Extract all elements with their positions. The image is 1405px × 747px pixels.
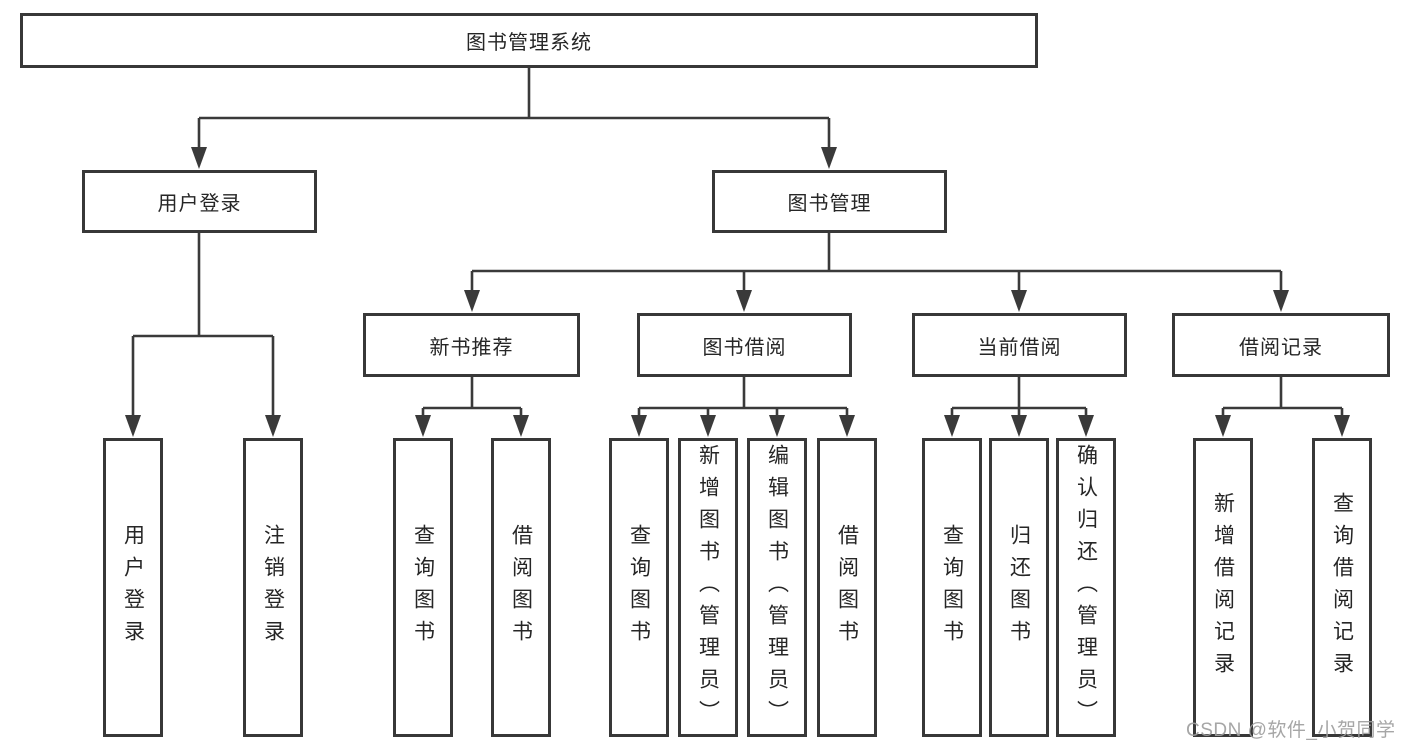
node-book-borrowing-label: 图书借阅 bbox=[702, 336, 787, 359]
leaf-query-book-current: 查询图书 bbox=[922, 438, 982, 737]
node-user-login-label: 用户登录 bbox=[157, 193, 242, 215]
node-book-management: 图书管理 bbox=[712, 170, 947, 233]
arrowheads bbox=[125, 147, 1350, 437]
leaf-add-borrow-record: 新增借阅记录 bbox=[1193, 438, 1253, 737]
leaf-borrow-book-label: 借阅图书 bbox=[835, 523, 859, 652]
leaf-logout: 注销登录 bbox=[243, 438, 303, 737]
leaf-confirm-return-admin-label: 确认归还（管理员） bbox=[1074, 443, 1098, 732]
leaf-borrow-book-recommend-label: 借阅图书 bbox=[509, 523, 533, 652]
arrow-down-icon bbox=[1215, 415, 1231, 437]
leaf-query-book-borrowing-label: 查询图书 bbox=[627, 523, 651, 652]
node-current-borrowing: 当前借阅 bbox=[912, 313, 1127, 377]
arrow-down-icon bbox=[265, 415, 281, 437]
leaf-borrow-book: 借阅图书 bbox=[817, 438, 877, 737]
leaf-edit-book-admin: 编辑图书（管理员） bbox=[747, 438, 807, 737]
node-book-management-label: 图书管理 bbox=[787, 193, 872, 215]
leaf-query-borrow-record-label: 查询借阅记录 bbox=[1330, 491, 1354, 684]
arrow-down-icon bbox=[944, 415, 960, 437]
arrow-down-icon bbox=[821, 147, 837, 169]
leaf-user-login: 用户登录 bbox=[103, 438, 163, 737]
csdn-watermark: CSDN @软件_小贺同学 bbox=[1186, 720, 1396, 741]
leaf-user-login-label: 用户登录 bbox=[121, 523, 145, 652]
arrow-down-icon bbox=[1011, 415, 1027, 437]
leaf-add-borrow-record-label: 新增借阅记录 bbox=[1211, 491, 1235, 684]
node-new-book-recommend: 新书推荐 bbox=[363, 313, 580, 377]
node-borrow-records-label: 借阅记录 bbox=[1239, 336, 1323, 359]
arrow-down-icon bbox=[125, 415, 141, 437]
arrow-down-icon bbox=[1011, 290, 1027, 312]
arrow-down-icon bbox=[513, 415, 529, 437]
node-book-borrowing: 图书借阅 bbox=[637, 313, 852, 377]
arrow-down-icon bbox=[700, 415, 716, 437]
leaf-return-book-label: 归还图书 bbox=[1007, 523, 1031, 652]
leaf-add-book-admin-label: 新增图书（管理员） bbox=[696, 443, 720, 732]
leaf-return-book: 归还图书 bbox=[989, 438, 1049, 737]
leaf-logout-label: 注销登录 bbox=[261, 523, 285, 652]
leaf-add-book-admin: 新增图书（管理员） bbox=[678, 438, 738, 737]
arrow-down-icon bbox=[1334, 415, 1350, 437]
node-borrow-records: 借阅记录 bbox=[1172, 313, 1390, 377]
leaf-borrow-book-recommend: 借阅图书 bbox=[491, 438, 551, 737]
arrow-down-icon bbox=[769, 415, 785, 437]
node-root: 图书管理系统 bbox=[20, 13, 1038, 68]
arrow-down-icon bbox=[736, 290, 752, 312]
leaf-query-book-recommend-label: 查询图书 bbox=[411, 523, 435, 652]
leaf-edit-book-admin-label: 编辑图书（管理员） bbox=[765, 443, 789, 732]
node-new-book-recommend-label: 新书推荐 bbox=[429, 336, 514, 359]
arrow-down-icon bbox=[839, 415, 855, 437]
arrow-down-icon bbox=[631, 415, 647, 437]
node-root-label: 图书管理系统 bbox=[466, 32, 592, 54]
leaf-confirm-return-admin: 确认归还（管理员） bbox=[1056, 438, 1116, 737]
node-current-borrowing-label: 当前借阅 bbox=[977, 336, 1062, 359]
arrow-down-icon bbox=[1078, 415, 1094, 437]
arrow-down-icon bbox=[464, 290, 480, 312]
arrow-down-icon bbox=[415, 415, 431, 437]
leaf-query-borrow-record: 查询借阅记录 bbox=[1312, 438, 1372, 737]
node-user-login: 用户登录 bbox=[82, 170, 317, 233]
arrow-down-icon bbox=[191, 147, 207, 169]
arrow-down-icon bbox=[1273, 290, 1289, 312]
leaf-query-book-recommend: 查询图书 bbox=[393, 438, 453, 737]
leaf-query-book-borrowing: 查询图书 bbox=[609, 438, 669, 737]
leaf-query-book-current-label: 查询图书 bbox=[940, 523, 964, 652]
